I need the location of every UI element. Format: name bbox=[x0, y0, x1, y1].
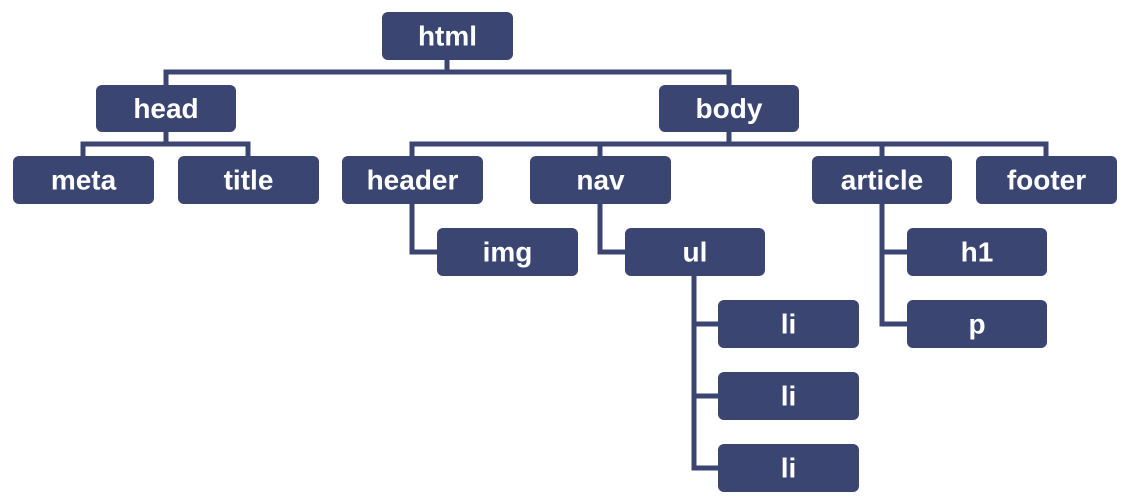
node-nav-label: nav bbox=[576, 165, 625, 196]
node-li-2: li bbox=[718, 372, 859, 420]
connector-head-children bbox=[80, 129, 251, 159]
node-body: body bbox=[659, 85, 799, 132]
node-li-1-label: li bbox=[781, 309, 797, 340]
connector-ul-lis bbox=[691, 273, 721, 471]
node-h1-label: h1 bbox=[961, 237, 994, 268]
node-ul: ul bbox=[625, 228, 765, 276]
node-li-1: li bbox=[718, 300, 859, 348]
connector-header-img bbox=[409, 201, 440, 255]
node-li-3: li bbox=[718, 444, 859, 492]
node-title: title bbox=[178, 156, 319, 204]
node-header-label: header bbox=[367, 165, 459, 196]
node-meta-label: meta bbox=[51, 165, 117, 196]
connector-nav-ul bbox=[597, 201, 628, 255]
connector-html-children bbox=[163, 57, 732, 88]
node-footer-label: footer bbox=[1007, 165, 1086, 196]
node-body-label: body bbox=[696, 93, 763, 124]
node-li-3-label: li bbox=[781, 453, 797, 484]
node-footer: footer bbox=[976, 156, 1117, 204]
connectors bbox=[80, 57, 1049, 471]
connector-article-children bbox=[879, 201, 910, 327]
node-article: article bbox=[812, 156, 952, 204]
node-head-label: head bbox=[133, 93, 198, 124]
node-p-label: p bbox=[968, 309, 985, 340]
node-meta: meta bbox=[13, 156, 154, 204]
node-html-label: html bbox=[418, 21, 477, 52]
node-ul-label: ul bbox=[683, 237, 708, 268]
node-head: head bbox=[96, 85, 236, 132]
node-title-label: title bbox=[224, 165, 274, 196]
connector-body-children bbox=[409, 129, 1049, 159]
node-html: html bbox=[382, 12, 513, 60]
node-img: img bbox=[437, 228, 578, 276]
node-article-label: article bbox=[841, 165, 924, 196]
node-header: header bbox=[342, 156, 483, 204]
node-img-label: img bbox=[483, 237, 533, 268]
node-li-2-label: li bbox=[781, 381, 797, 412]
node-p: p bbox=[907, 300, 1047, 348]
node-nav: nav bbox=[530, 156, 671, 204]
node-h1: h1 bbox=[907, 228, 1047, 276]
